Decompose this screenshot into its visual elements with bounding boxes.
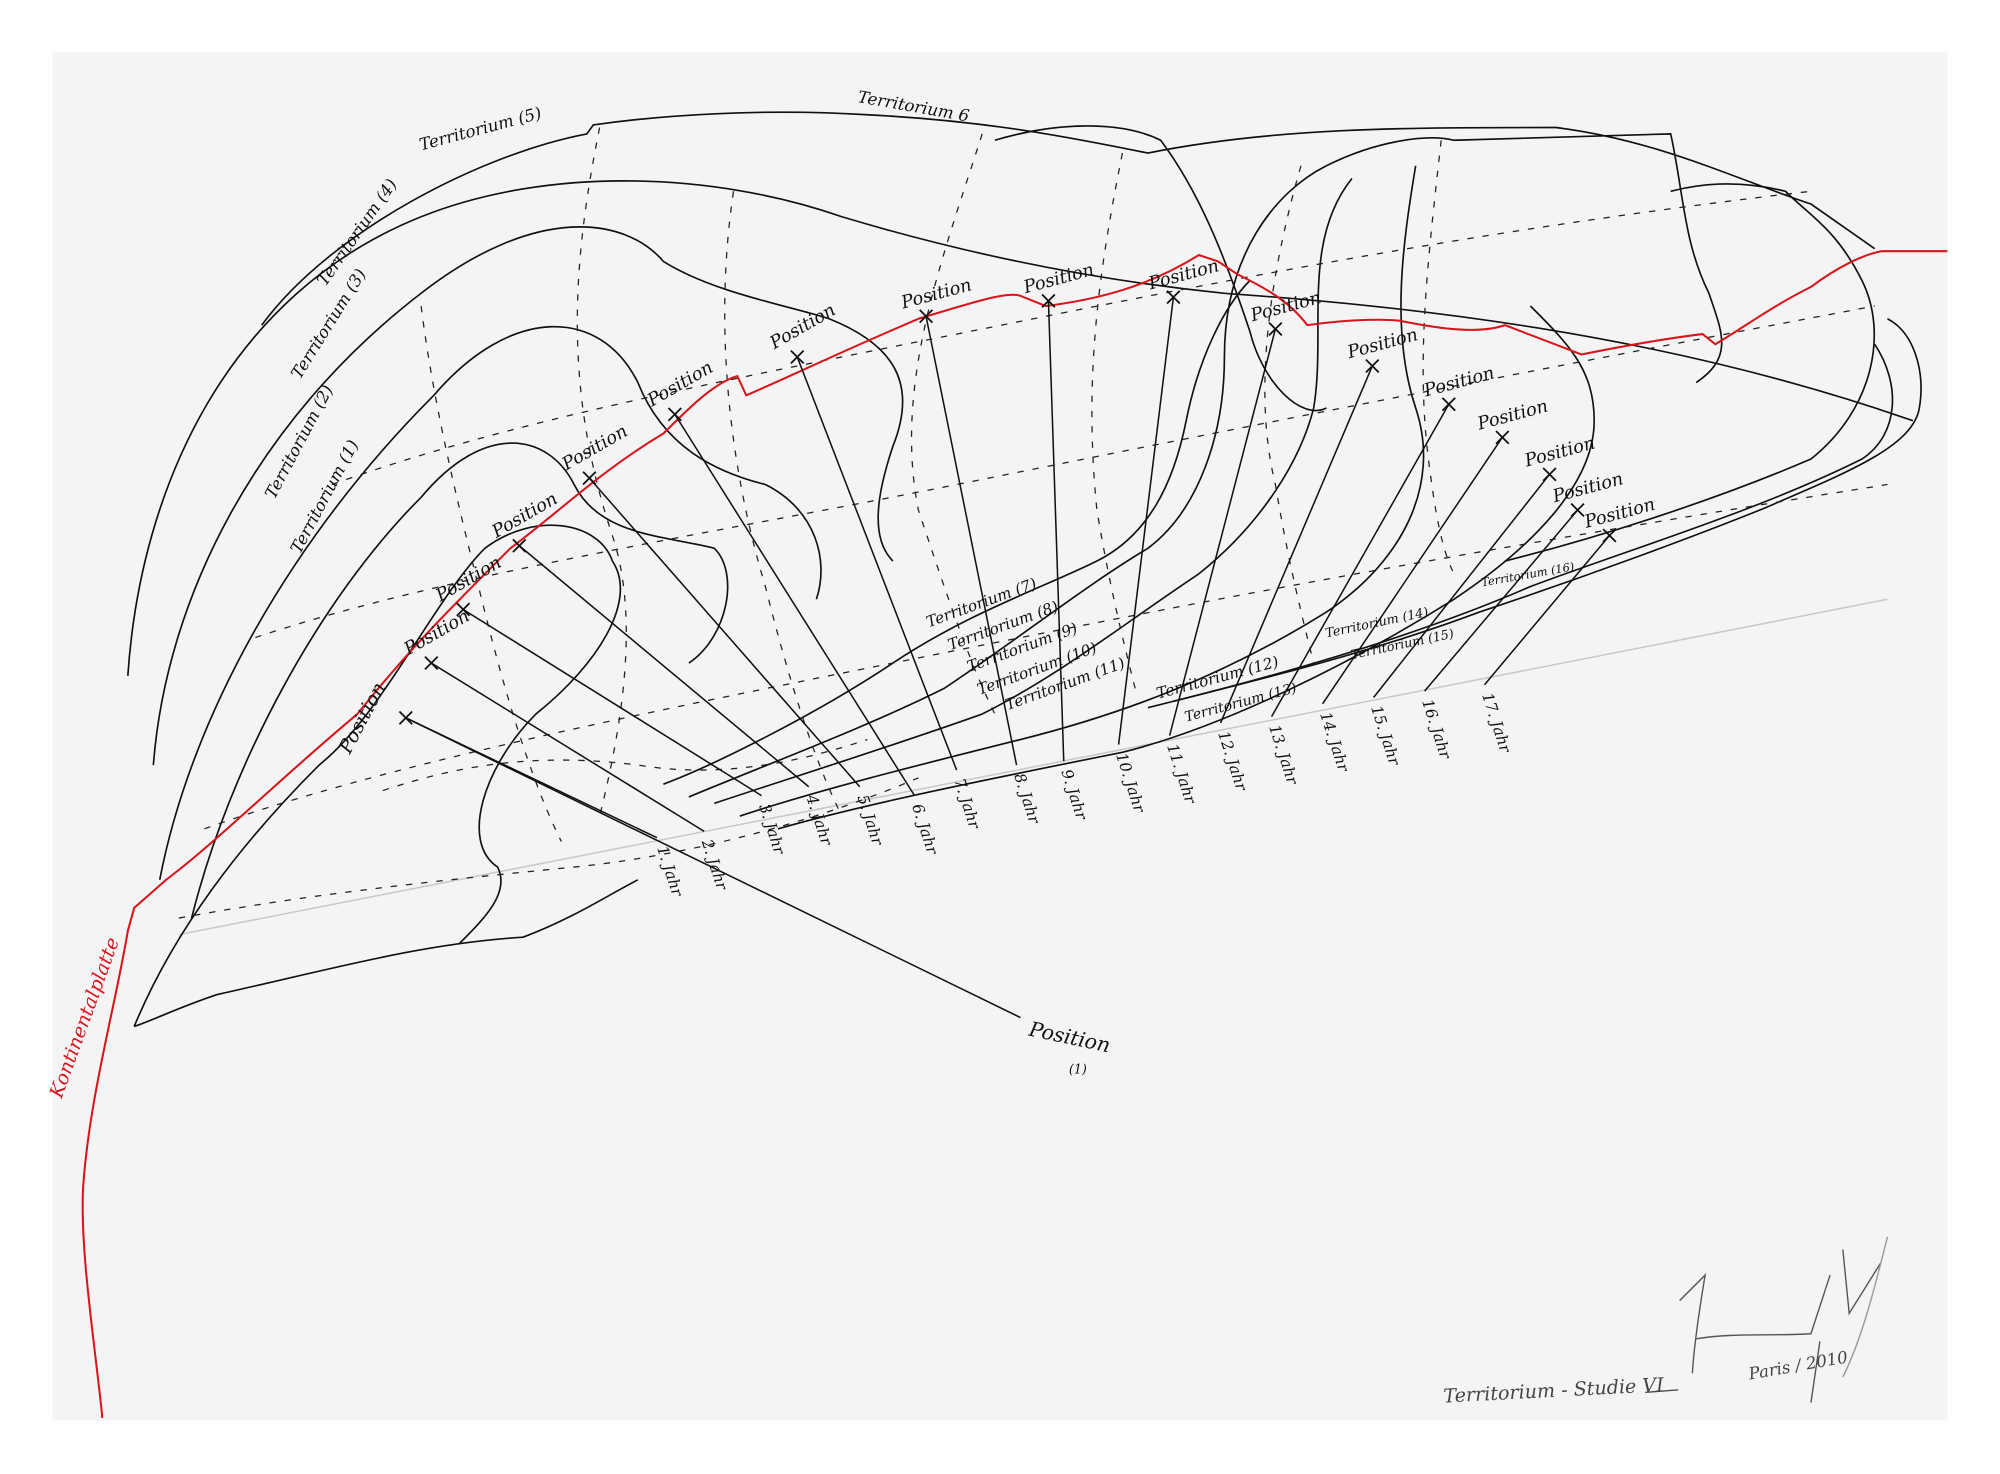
paper-sheet <box>52 52 1948 1421</box>
position-x-mark <box>1041 293 1056 308</box>
territory-contours <box>127 111 1922 1028</box>
territory-contour-10 <box>739 165 1425 817</box>
territory-base <box>133 879 639 1028</box>
dashed-line <box>255 305 1875 639</box>
position-x-mark <box>790 350 805 365</box>
leader-line <box>518 545 810 788</box>
position-x-mark <box>919 309 934 324</box>
position-x-mark <box>424 656 439 671</box>
position-x-mark <box>456 602 471 617</box>
leader-line <box>462 608 762 797</box>
territory-contour-12 <box>1147 318 1922 709</box>
leader-line <box>674 413 916 797</box>
dashed-line <box>331 190 1812 486</box>
leader-line <box>1424 509 1579 692</box>
leader-line <box>588 477 861 788</box>
territory-contour-2 <box>190 442 729 919</box>
pencil-baseline <box>178 598 1888 936</box>
leader-line <box>1321 436 1504 705</box>
territory-contour-5 <box>127 180 1914 676</box>
continental-plate-red-line <box>81 250 1948 1418</box>
position-marks <box>398 290 1617 725</box>
leader-line <box>1483 535 1611 686</box>
dashed-line <box>178 777 919 919</box>
leader-line <box>405 717 658 839</box>
position-x-mark <box>1441 397 1456 412</box>
position-x-mark <box>1570 503 1585 518</box>
position-x-mark <box>582 471 597 486</box>
position-x-mark <box>1542 467 1557 482</box>
position-x-mark <box>1166 290 1181 305</box>
leader-line <box>430 662 705 833</box>
dashed-line <box>1264 165 1315 664</box>
position-leader-lines <box>405 297 1611 1019</box>
position-x-mark <box>1268 321 1283 336</box>
leader-line <box>1372 473 1551 698</box>
territory-contour-6 <box>261 111 1876 326</box>
territory-contour-8 <box>688 165 1327 798</box>
position-x-mark <box>512 538 527 553</box>
leader-line <box>1168 328 1277 736</box>
leader-line <box>1047 300 1065 762</box>
dashed-line <box>382 738 868 792</box>
territory-contour-14 <box>1504 183 1876 562</box>
position-x-mark <box>1602 528 1617 543</box>
territory-contour-7 <box>663 279 1251 785</box>
territory-contour-16 <box>1326 133 1723 384</box>
position-x-mark <box>1495 430 1510 445</box>
leader-line <box>405 717 1021 1019</box>
dashed-construction-lines <box>178 127 1888 919</box>
position-x-mark <box>398 710 413 725</box>
artist-signature <box>1679 1236 1889 1403</box>
dashed-line <box>910 133 996 715</box>
leader-line <box>796 356 958 771</box>
position-x-mark <box>1365 358 1380 373</box>
position-x-mark <box>667 407 682 422</box>
territory-contour-4 <box>152 226 904 766</box>
position-1-index: (1) <box>1069 1063 1087 1078</box>
leader-line <box>1270 403 1450 717</box>
dashed-line <box>576 127 627 817</box>
territory-contour-15 <box>994 125 1327 412</box>
title-underline <box>1645 1389 1679 1394</box>
territory-contour-1 <box>133 524 622 1027</box>
dashed-line <box>1422 140 1455 575</box>
territory-contour-9 <box>714 177 1353 805</box>
territory-contour-3 <box>158 325 822 880</box>
leader-line <box>1117 297 1175 745</box>
leader-line <box>925 316 1018 766</box>
territory-contour-13 <box>1173 343 1894 703</box>
dashed-line <box>724 191 843 817</box>
leader-line <box>1219 365 1374 724</box>
